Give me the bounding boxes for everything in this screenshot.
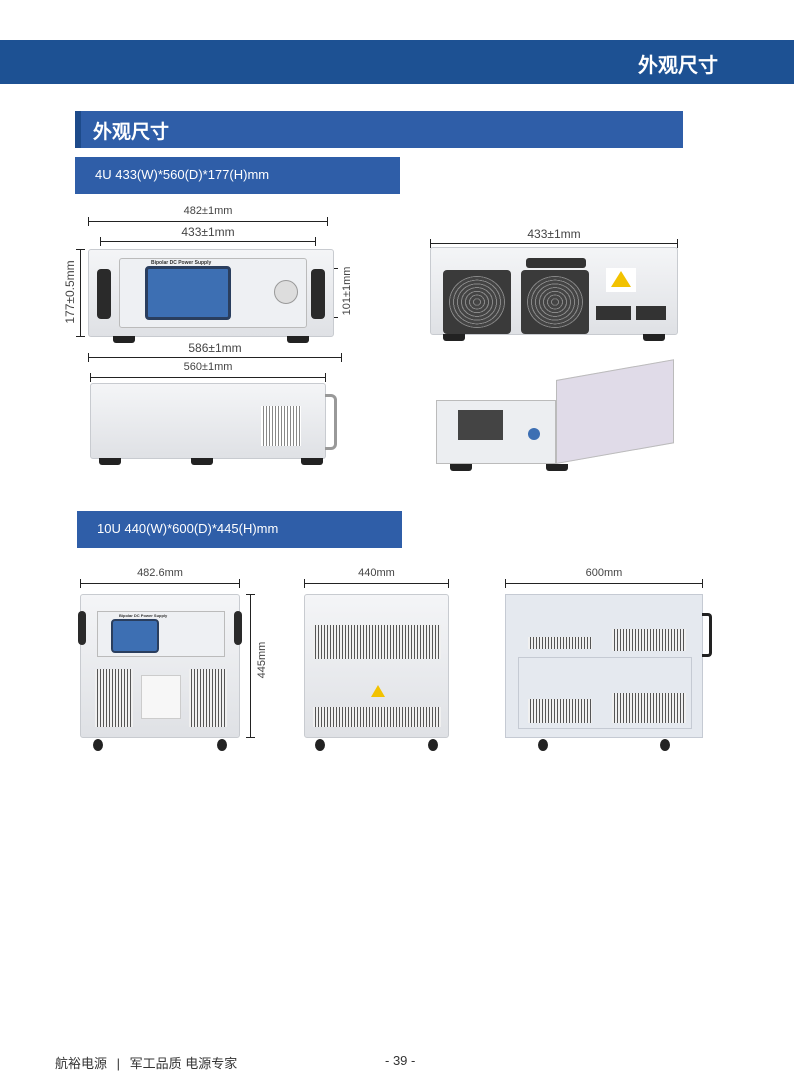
- dim-line: [76, 249, 85, 337]
- footer-slogan: 军工品质 电源专家: [129, 1056, 238, 1071]
- dim-line: [90, 373, 326, 382]
- model-4u-label: 4U 433(W)*560(D)*177(H)mm: [75, 157, 400, 194]
- dim-width-outer: 482±1mm: [183, 205, 233, 217]
- panel-title: Bipolar DC Power Supply: [119, 613, 168, 618]
- dim-line: [246, 594, 255, 738]
- top-banner: 外观尺寸: [0, 40, 794, 84]
- side-view-10u: [505, 594, 712, 751]
- dim-line: [80, 579, 240, 588]
- dim-line: [88, 217, 328, 226]
- dim-line: [430, 239, 678, 248]
- banner-title: 外观尺寸: [638, 53, 718, 77]
- side-view-4u: [90, 383, 337, 465]
- iso-view-4u: [436, 359, 674, 471]
- dim-line: [88, 353, 342, 362]
- page-number: - 39 -: [385, 1053, 416, 1068]
- front-view-10u: Bipolar DC Power Supply: [78, 594, 242, 751]
- dim-height: 177±0.5mm: [63, 260, 77, 324]
- dim-line: [304, 579, 449, 588]
- dim-10u-depth: 600mm: [585, 567, 623, 579]
- rear-view-10u: [304, 594, 449, 751]
- footer-separator: |: [116, 1056, 121, 1071]
- model-10u-label: 10U 440(W)*600(D)*445(H)mm: [77, 511, 402, 548]
- dim-10u-width: 482.6mm: [137, 567, 183, 579]
- dim-rear-width: 433±1mm: [527, 227, 581, 241]
- panel-title: Bipolar DC Power Supply: [151, 260, 212, 266]
- dim-line: [505, 579, 703, 588]
- dim-handle-height: 101±1mm: [341, 266, 353, 316]
- dim-line: [100, 237, 316, 246]
- section-title: 外观尺寸: [93, 121, 170, 143]
- footer-brand-line: 航裕电源 | 军工品质 电源专家: [55, 1053, 237, 1072]
- dim-depth-outer: 586±1mm: [188, 341, 242, 355]
- section-heading: 外观尺寸: [75, 111, 683, 148]
- rear-view-4u: [430, 247, 678, 341]
- dim-width-inner: 433±1mm: [181, 225, 235, 239]
- front-view-4u: Bipolar DC Power Supply: [88, 249, 334, 343]
- dim-10u-rear-width: 440mm: [358, 567, 395, 579]
- dim-depth-inner: 560±1mm: [183, 361, 233, 373]
- footer-brand: 航裕电源: [55, 1056, 108, 1071]
- dim-10u-height: 445mm: [256, 641, 268, 679]
